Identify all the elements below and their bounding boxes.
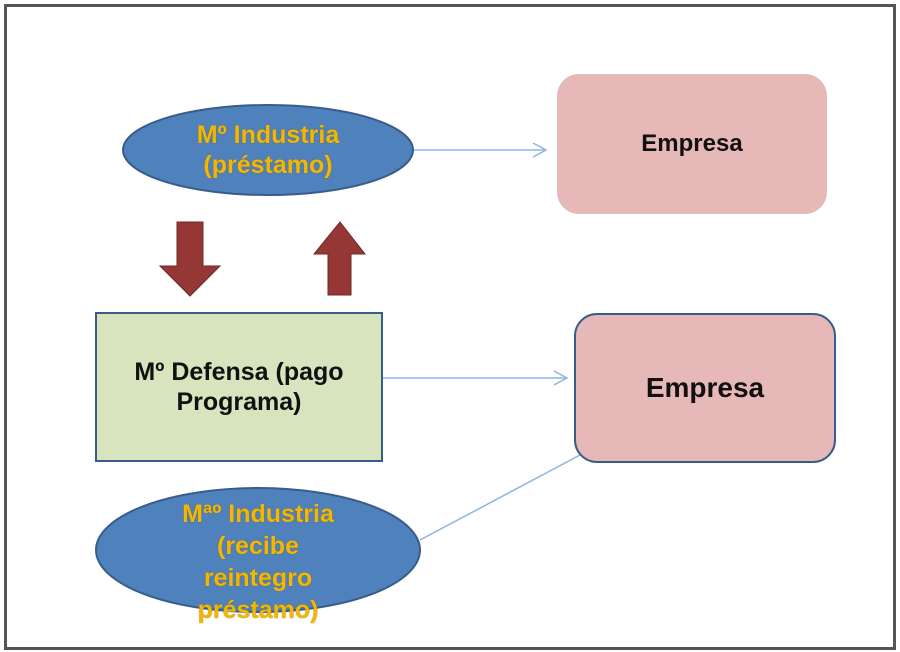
- empresa-mid-shape: [574, 313, 836, 463]
- empresa-top-shape: [557, 74, 827, 214]
- connector-defensa-to-empresa: [383, 370, 569, 386]
- defensa-label: Mº Defensa (pago Programa): [134, 358, 344, 416]
- connector-empresa-to-reintegro: [419, 454, 581, 541]
- empresa-mid-label: Empresa: [645, 372, 765, 404]
- industria-reintegro-shape: [95, 487, 421, 613]
- block-arrow-down: [158, 221, 222, 297]
- empresa-top-label: Empresa: [641, 129, 743, 157]
- defensa-shape: [95, 312, 383, 462]
- industria-prestamo-shape: [122, 104, 414, 196]
- industria-prestamo-label: Mº Industria (préstamo): [196, 121, 340, 179]
- block-arrow-up: [312, 221, 367, 296]
- connector-industria-to-empresa: [412, 142, 548, 158]
- industria-reintegro-label: Mªº Industria (recibe reintegro préstamo…: [182, 500, 334, 624]
